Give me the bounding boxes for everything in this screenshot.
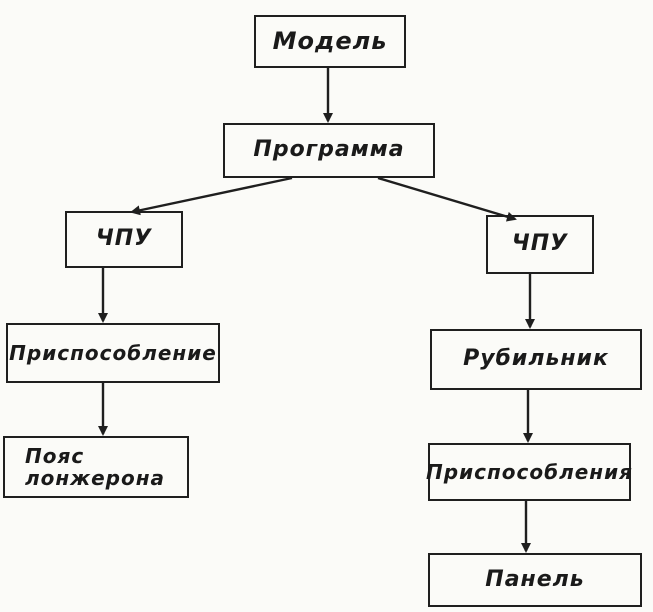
node-belt-spar-label: Пояс лонжерона [25, 444, 166, 490]
node-fixture-left-label: Приспособление [9, 341, 217, 365]
node-program: Программа [223, 123, 435, 178]
node-fixtures-right: Приспособления [426, 443, 633, 501]
node-belt-spar: Пояс лонжерона [3, 436, 189, 498]
arrow-program-to-cnc-right [377, 176, 517, 222]
node-cnc-right: ЧПУ [486, 215, 594, 274]
arrow-program-to-cnc-left [130, 176, 293, 216]
node-switch: Рубильник [430, 329, 642, 390]
node-panel: Панель [428, 553, 642, 607]
node-model-label: Модель [272, 27, 388, 56]
node-cnc-left: ЧПУ [65, 211, 183, 268]
node-program-label: Программа [253, 137, 405, 163]
node-cnc-right-label: ЧПУ [511, 231, 569, 257]
node-switch-label: Рубильник [463, 346, 609, 372]
node-model: Модель [254, 15, 406, 68]
node-panel-label: Панель [485, 566, 585, 592]
node-fixture-left: Приспособление [6, 323, 220, 383]
node-fixtures-right-label: Приспособления [426, 460, 633, 484]
node-cnc-left-label: ЧПУ [95, 226, 153, 252]
